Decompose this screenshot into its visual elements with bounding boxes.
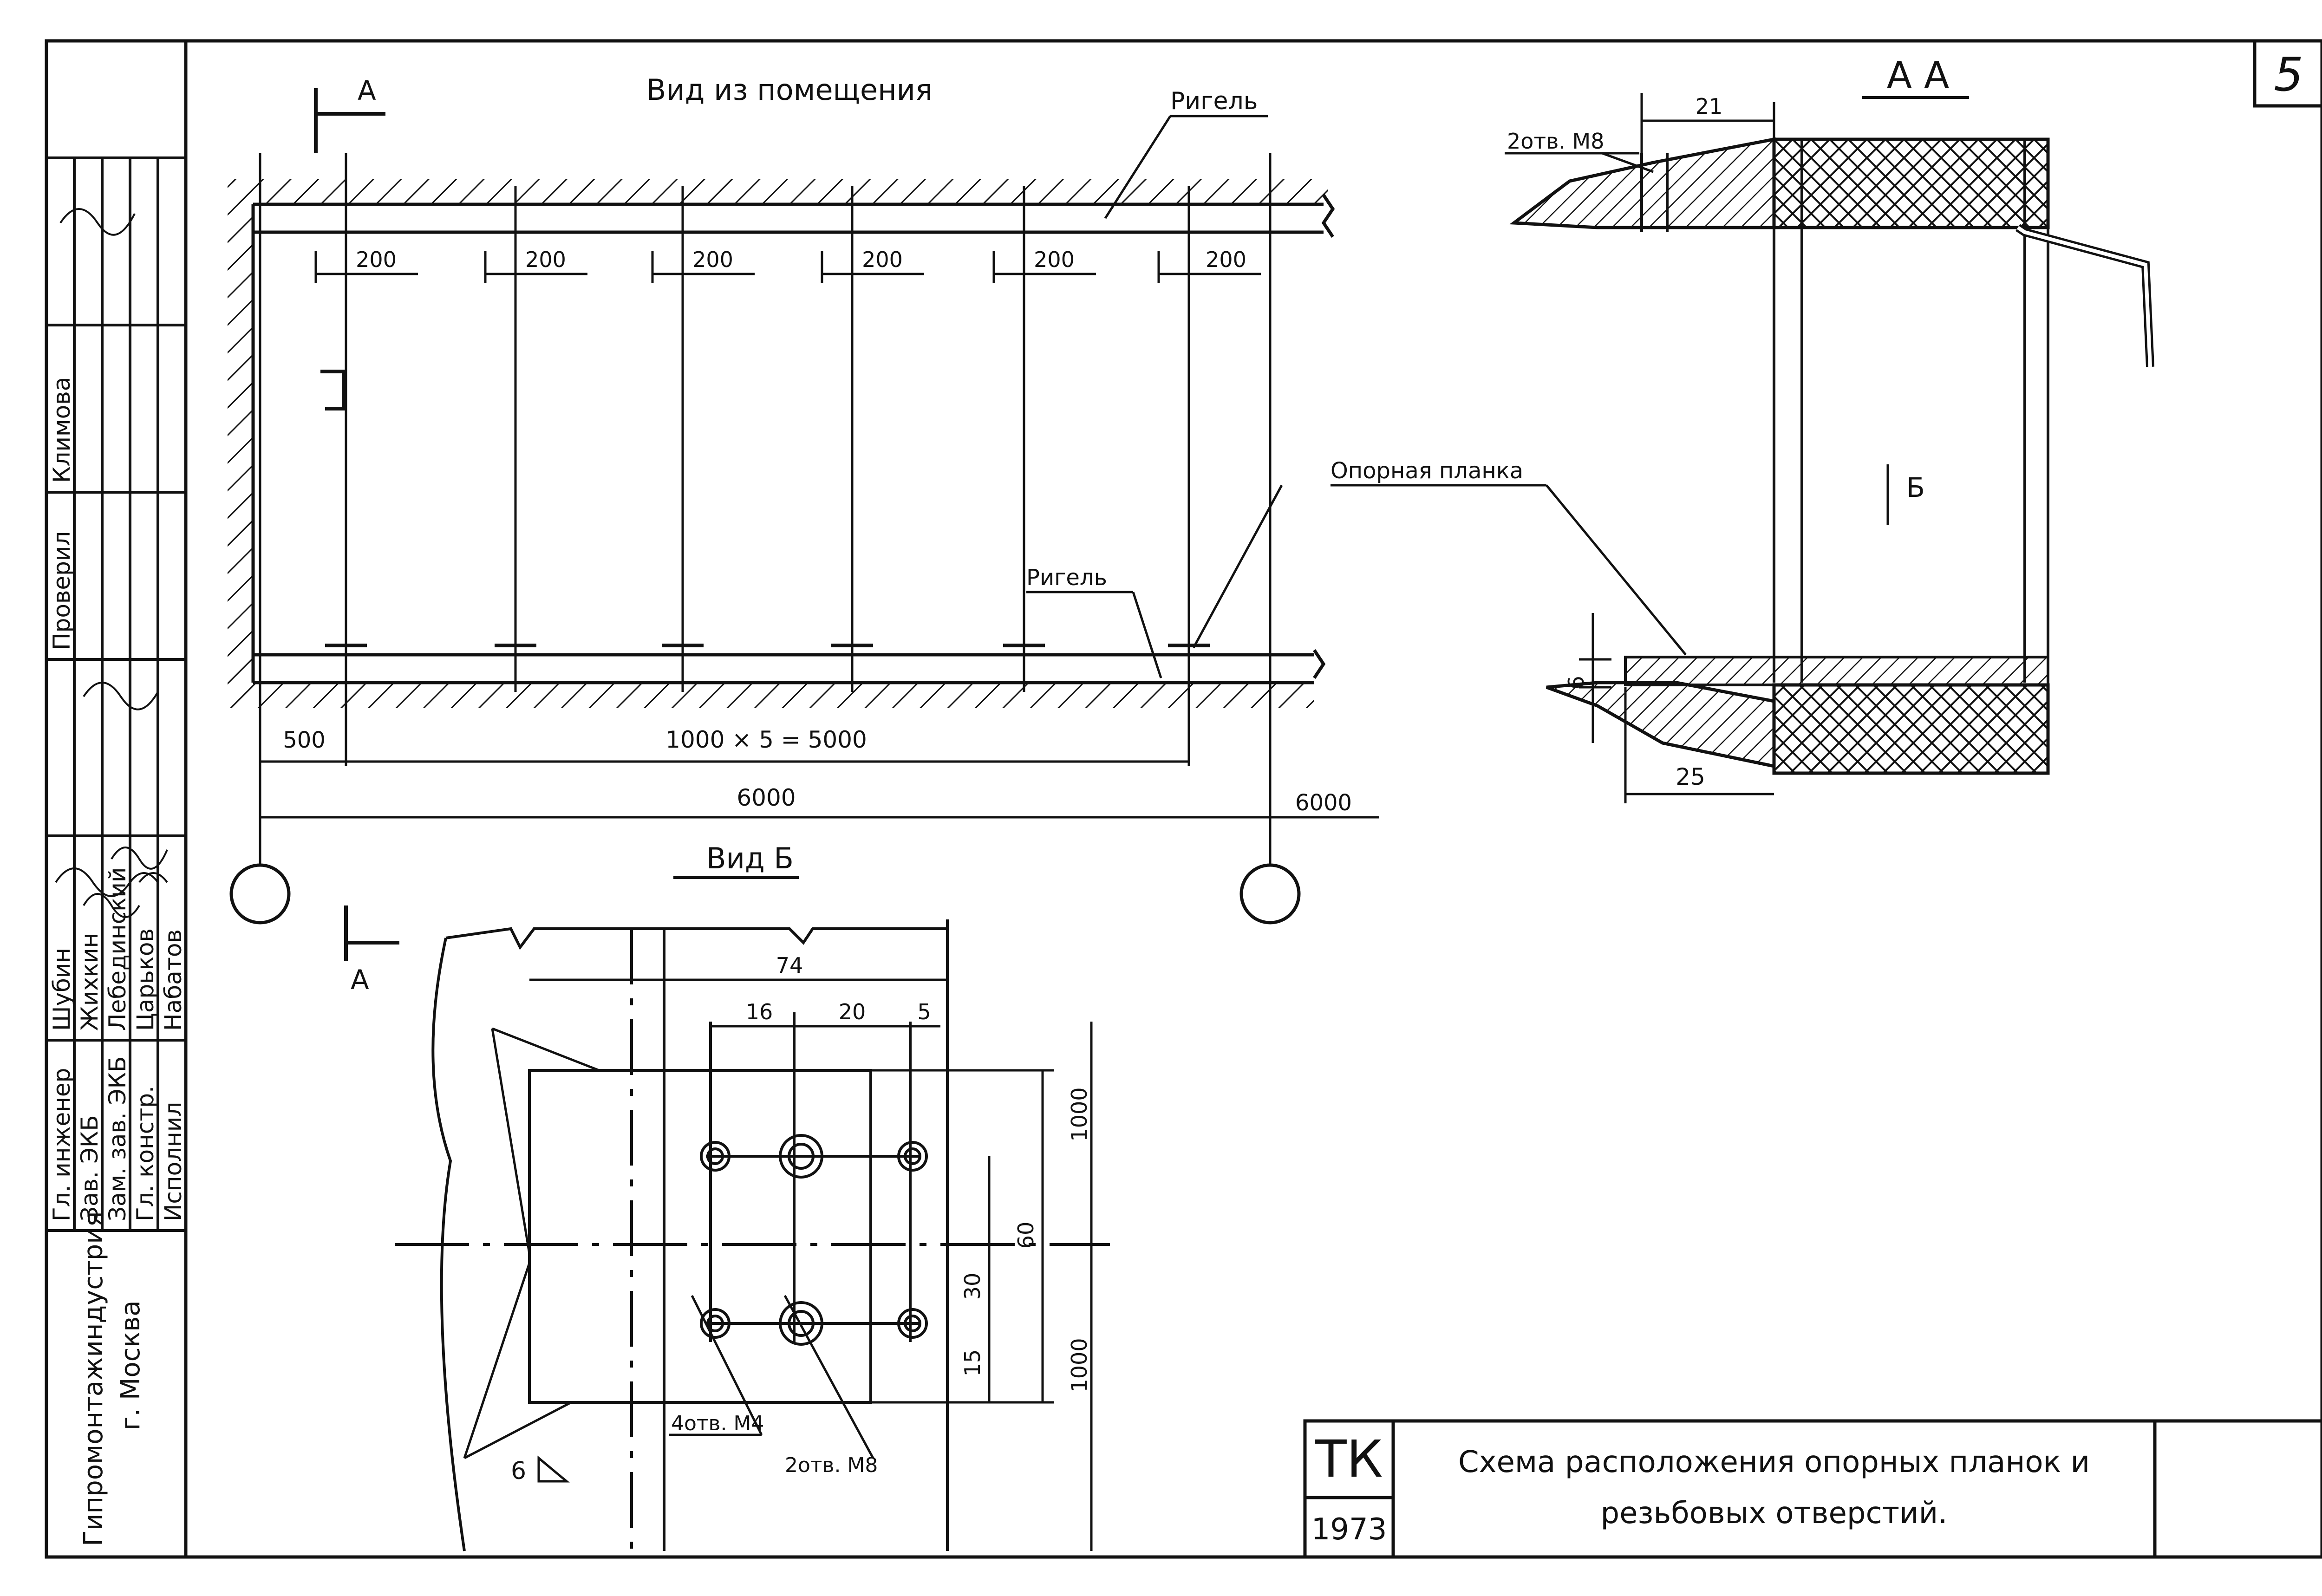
view-room-section-mark: А [358,75,376,106]
support-plank-plate [528,1069,872,1404]
rigel-label-top: Ригель [1170,87,1258,115]
dim-6000: 6000 [737,784,796,811]
dim-6: 6 [1564,676,1589,689]
section-aa-title: А А [1887,54,1950,97]
stamp-checked-name: Климова [48,377,75,483]
dim-21: 21 [1696,94,1723,119]
spacing-label-3: 200 [692,247,733,272]
dim-500: 500 [283,727,326,753]
dim-74: 74 [776,953,803,978]
spacing-label-6: 200 [1206,247,1246,272]
stamp-role-3: Зам. зав. ЭКБ [104,1056,131,1221]
stamp-name-5: Набатов [160,929,187,1031]
stamp-org: Гипромонтажиндустрия [78,1212,109,1546]
signatures [55,208,168,918]
view-b-holes-m8: 2отв. М8 [785,1453,878,1477]
left-wall-hatch [228,179,253,708]
stamp-role-1: Гл. инженер [48,1068,75,1221]
stamp-role-5: Исполнил [160,1102,187,1221]
dim-30: 30 [960,1273,985,1300]
view-b-mark: Б [1906,472,1925,503]
bottom-plank [1624,656,2049,686]
title-code: ТК [1315,1429,1383,1489]
bottom-insulation [1772,683,2050,775]
stamp-name-2: Жихкин [76,933,103,1031]
view-b-weld-mark: 6 [511,1457,526,1485]
view-b-section-mark: А [351,964,369,996]
sheet-number: 5 [2274,47,2303,102]
title-block: ТК 1973 Схема расположения опорных плано… [1303,1419,2322,1559]
stamp-role-4: Гл. констр. [132,1086,159,1221]
sheet-frame [45,39,2322,1559]
dim-5: 5 [917,999,931,1024]
stamp-name-4: Царьков [132,928,159,1031]
spacing-label-5: 200 [1034,247,1075,272]
view-b-title: Вид Б [706,841,794,875]
spacing-label-2: 200 [525,247,566,272]
title-line-1: Схема расположения опорных планок и [1458,1445,2090,1479]
top-insulation [1772,137,2050,229]
title-year: 1973 [1311,1512,1387,1547]
dim-20: 20 [839,999,866,1024]
section-aa: А А [1505,54,2154,803]
dim-16: 16 [746,999,773,1024]
stamp-city: г. Москва [116,1300,146,1430]
dim-60: 60 [1013,1222,1038,1249]
dim-25: 25 [1676,763,1705,790]
spacing-label-4: 200 [862,247,903,272]
bottom-profile [1546,681,1776,769]
holes [700,1134,928,1346]
axis-circle-left [229,863,291,925]
dim-6000-right: 6000 [1295,790,1352,816]
stamp-block: Гл. инженер Зав. ЭКБ Зам. зав. ЭКБ Гл. к… [46,156,187,1546]
axis-circle-right [1239,863,1301,925]
element-lines [259,153,1272,864]
view-b-holes-m4: 4отв. М4 [671,1412,764,1435]
view-from-room: Вид из помещения А [228,73,1687,925]
view-room-title: Вид из помещения [646,73,933,107]
dim-1000-top: 1000 [1067,1087,1092,1141]
section-holes-m8: 2отв. М8 [1507,129,1605,154]
stamp-role-2: Зав. ЭКБ [76,1115,103,1221]
stamp-checked-label: Проверил [48,531,75,650]
dim-15: 15 [960,1349,985,1377]
top-wall-hatch [232,179,1328,204]
spacing-label-1: 200 [356,247,397,272]
spacing-dimensions [314,251,1261,283]
rigel-label-bottom: Ригель [1026,565,1107,591]
dim-1000-bottom: 1000 [1067,1338,1092,1392]
dim-1000x5: 1000 × 5 = 5000 [665,726,867,753]
stamp-name-1: Шубин [48,948,75,1031]
view-b: Вид Б А [344,841,1110,1551]
bottom-wall-hatch [232,683,1314,708]
support-plank-label: Опорная планка [1331,458,1523,484]
title-line-2: резьбовых отверстий. [1601,1496,1948,1531]
stamp-name-3: Лебединский [104,867,131,1031]
